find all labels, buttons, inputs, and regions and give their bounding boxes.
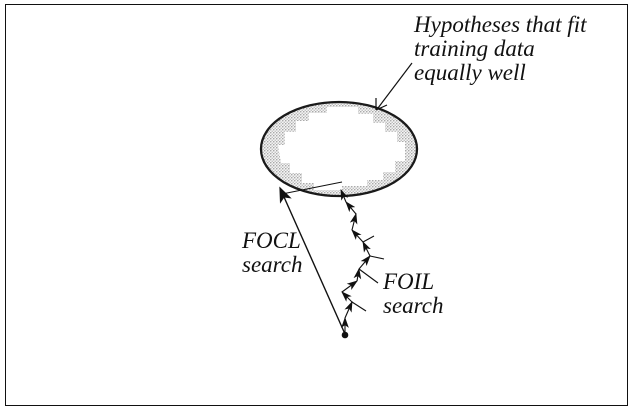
- search-start-point: [341, 331, 349, 339]
- hypotheses-annotation: Hypotheses that fit training data equall…: [414, 13, 586, 85]
- annotation-line-3: equally well: [414, 60, 526, 85]
- annotation-arrow-head: [375, 98, 388, 111]
- focl-search-path: [279, 181, 346, 335]
- annotation-arrow: [377, 62, 413, 109]
- foil-label-line-1: FOIL: [383, 269, 435, 294]
- focl-label-line-2: search: [242, 252, 303, 277]
- focl-label-line-1: FOCL: [242, 228, 301, 253]
- foil-search-label: FOIL search: [383, 270, 443, 318]
- focl-search-label: FOCL search: [242, 229, 302, 277]
- figure-frame: [5, 4, 628, 406]
- annotation-line-1: Hypotheses that fit: [414, 12, 587, 37]
- annotation-line-2: training data: [414, 36, 535, 61]
- foil-label-line-2: search: [383, 293, 444, 318]
- foil-search-path: [340, 188, 385, 334]
- hypothesis-region: [259, 100, 419, 198]
